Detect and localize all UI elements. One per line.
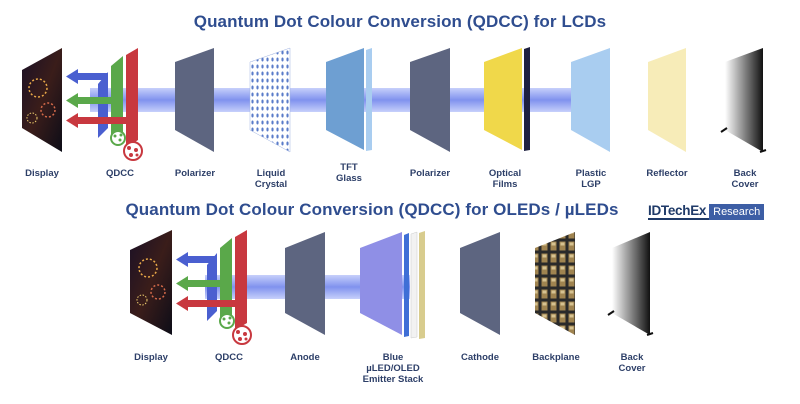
oled-backplane [535,232,575,335]
lcd-label-optical-films: Optical Films [488,168,522,190]
lcd-label-liquid-crystal: Liquid Crystal [254,168,288,190]
lcd-quantum-dots [110,130,143,161]
lcd-reflector [648,48,686,152]
lcd-label-tft-glass: TFT Glass [336,162,362,184]
lcd-polarizer-front [175,48,214,152]
lcd-plastic-lgp [571,48,610,152]
oled-display-panel [130,230,172,335]
oled-label-display: Display [134,352,168,363]
oled-label-anode: Anode [290,352,320,363]
lcd-back-cover [720,48,767,153]
brand-name: IDTechEx [648,204,710,220]
idtechex-logo: IDTechEx Research [648,204,765,220]
oled-label-back-cover: Back Cover [618,352,646,374]
oled-diagram-title: Quantum Dot Colour Conversion (QDCC) for… [125,200,619,219]
oled-label-cathode: Cathode [461,352,499,363]
oled-color-arrows [176,252,247,311]
oled-emitter-stack [360,231,425,339]
oled-label-qdcc: QDCC [215,352,243,363]
lcd-optical-films [484,47,530,151]
oled-label-emitter-stack: Blue µLED/OLED Emitter Stack [362,352,424,385]
lcd-label-polarizer-2: Polarizer [409,168,451,179]
lcd-label-reflector: Reflector [646,168,688,179]
oled-cathode [460,232,500,335]
lcd-label-polarizer: Polarizer [174,168,216,179]
lcd-label-qdcc: QDCC [106,168,134,179]
lcd-diagram-title: Quantum Dot Colour Conversion (QDCC) for… [193,12,607,31]
lcd-label-plastic-lgp: Plastic LGP [575,168,607,190]
oled-label-backplane: Backplane [532,352,580,363]
oled-anode [285,232,325,335]
lcd-tft-glass [326,48,372,151]
lcd-label-display: Display [25,168,59,179]
lcd-color-arrows [66,69,138,128]
oled-quantum-dots [219,313,252,345]
lcd-display-panel [22,48,62,152]
lcd-polarizer-rear [410,48,450,152]
brand-tag: Research [709,204,765,220]
lcd-label-back-cover: Back Cover [731,168,759,190]
oled-back-cover [607,232,654,336]
lcd-liquid-crystal [249,47,291,153]
